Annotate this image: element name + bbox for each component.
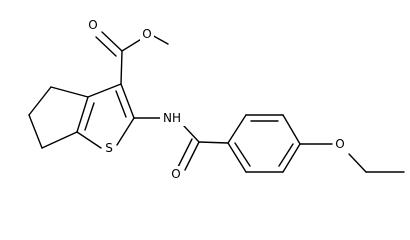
bond-ar-6-1 (227, 142, 247, 173)
bond-c3-c3a (87, 83, 122, 98)
bond-c3a-c4 (50, 86, 89, 98)
atom-label-sulfur: S (105, 141, 113, 155)
atom-label-ester-oxygen: O (142, 27, 151, 41)
atom-label-amide-nitrogen: NH (163, 111, 181, 125)
bond-carbonyl-c-ester-o (121, 37, 144, 52)
bond-c3a-c6a (76, 96, 89, 133)
bond-lines (28, 31, 405, 173)
bond-c3-c2 (120, 83, 135, 119)
bond-carbonyl-double-2 (95, 36, 117, 57)
bond-c2-s (116, 117, 135, 146)
chemical-structure-diagram: O O S NH O O (28, 17, 405, 182)
bond-ar-1-2 (227, 114, 247, 144)
atom-label-amide-oxygen: O (171, 167, 180, 181)
bond-carbonyl-c-ring (120, 50, 123, 85)
bond-carbonyl-double-1 (101, 31, 123, 52)
atom-label-carbonyl-oxygen: O (88, 18, 97, 32)
bond-amide-co-2 (177, 138, 193, 168)
bond-c5-c6 (28, 114, 43, 149)
bond-carbonyl-aryl (198, 141, 229, 144)
bond-n-carbonyl (183, 125, 200, 143)
bond-ar-4-5-inner (278, 143, 294, 167)
bond-c3-c2-inner (115, 90, 127, 118)
atom-labels: O O S NH O O (86, 17, 347, 182)
bond-s-c6a (76, 131, 102, 149)
bond-c3a-c6a-inner (84, 102, 95, 131)
atom-label-ether-oxygen: O (335, 137, 344, 151)
bond-c4-c5 (28, 86, 52, 116)
bond-amide-co-1 (184, 141, 200, 171)
bond-ar-6-1-inner (234, 142, 251, 167)
bond-ar-4-5 (282, 143, 301, 173)
bond-o-ch2 (348, 153, 367, 173)
bond-ar-3-4 (282, 114, 301, 145)
bond-c6-c6a (41, 131, 78, 149)
